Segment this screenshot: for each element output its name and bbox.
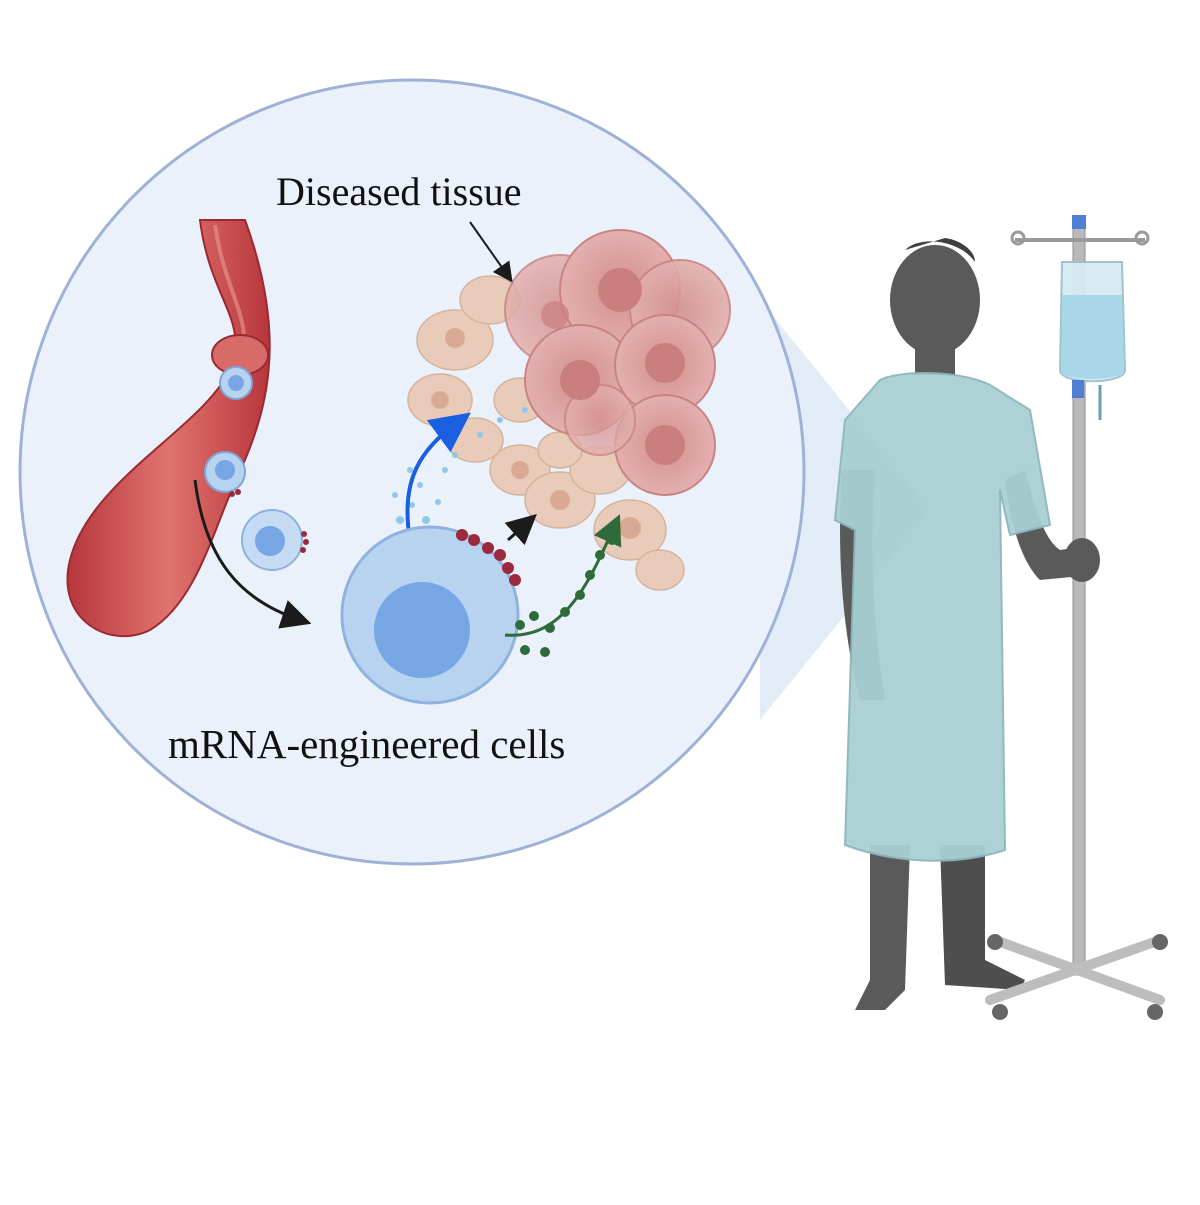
- green-arrow: [504, 514, 622, 637]
- diseased-tissue-label: Diseased tissue: [276, 169, 522, 214]
- iv-stand-icon: [985, 215, 1168, 1020]
- engineered-cell: [340, 525, 520, 705]
- diseased-pointer: [469, 221, 513, 283]
- engineered-cells-label: mRNA-engineered cells: [168, 721, 566, 767]
- immune-cell-small-2: [204, 451, 246, 497]
- blue-arrow: [405, 412, 471, 541]
- blood-vessel-icon: [66, 219, 271, 638]
- secreted-factors-blue: [392, 407, 528, 524]
- patient-gown: [833, 372, 1052, 862]
- diseased-tissue: [504, 229, 731, 496]
- immune-cell-small-1: [219, 366, 253, 400]
- healthy-nuclei: [431, 328, 641, 539]
- receptor-arrow: [504, 513, 537, 546]
- immune-cell-medium: [241, 509, 309, 571]
- extravasation-arrow: [193, 479, 312, 629]
- patient-hand: [1064, 538, 1100, 582]
- receptor-cluster: [456, 529, 521, 586]
